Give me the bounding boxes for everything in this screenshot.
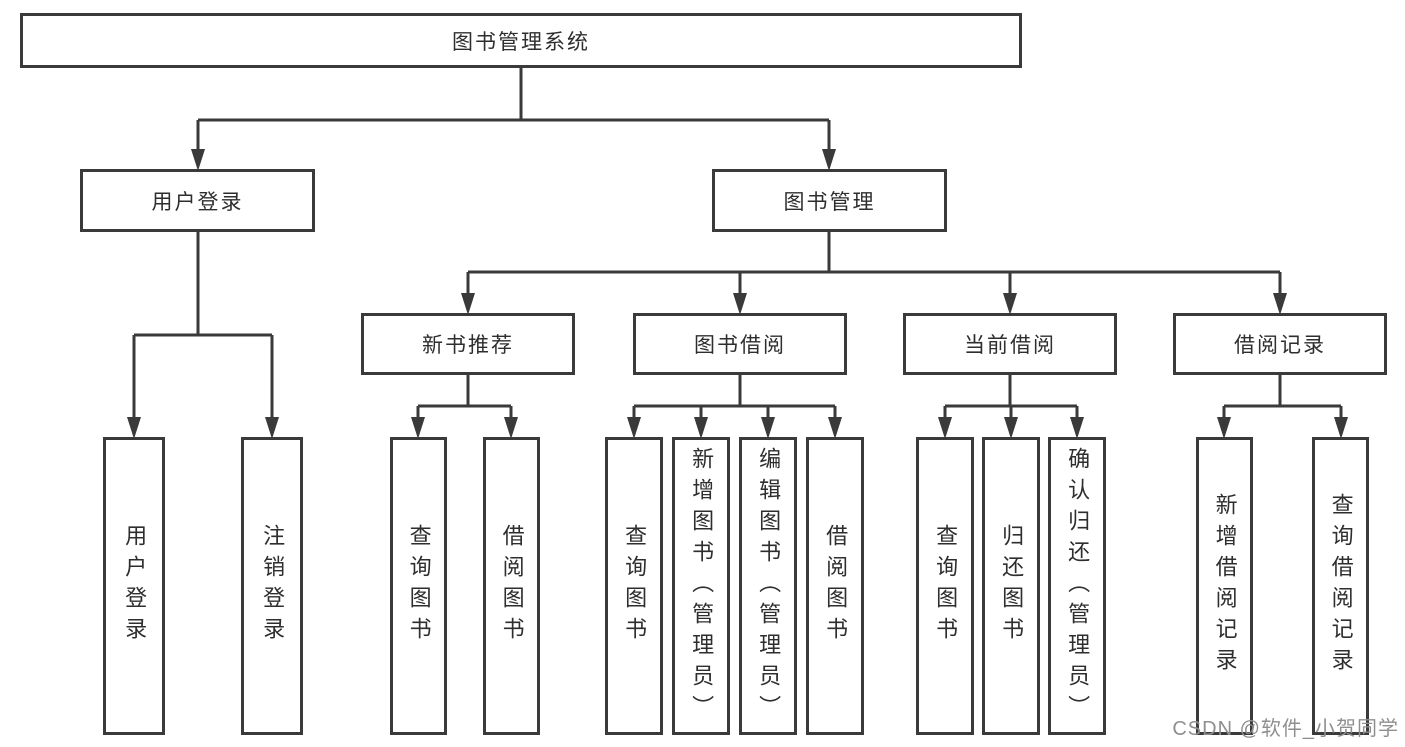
- node-label: 新增图书（管理员）: [689, 446, 715, 726]
- watermark-text: CSDN @软件_小贺同学: [1172, 718, 1399, 740]
- node-label: 借阅记录: [1234, 334, 1326, 357]
- node-add-borrow-record: 新增借阅记录: [1196, 437, 1253, 735]
- node-label: 用户登录: [151, 190, 244, 214]
- node-library-management-system: 图书管理系统: [20, 13, 1022, 68]
- node-label: 查询图书: [406, 524, 432, 648]
- node-return-book: 归还图书: [982, 437, 1040, 735]
- node-borrowing-records: 借阅记录: [1173, 313, 1387, 375]
- node-label: 图书借阅: [694, 334, 786, 357]
- node-current-borrowing: 当前借阅: [903, 313, 1117, 375]
- node-label: 确认归还（管理员）: [1065, 446, 1091, 726]
- node-book-borrowing: 图书借阅: [633, 313, 847, 375]
- node-label: 查询图书: [622, 524, 648, 648]
- node-label: 查询借阅记录: [1328, 493, 1354, 679]
- node-label: 图书管理: [783, 190, 876, 214]
- node-label: 借阅图书: [823, 524, 849, 648]
- node-user-login-leaf: 用户登录: [103, 437, 165, 735]
- node-label: 编辑图书（管理员）: [756, 446, 782, 726]
- node-query-books: 查询图书: [916, 437, 974, 735]
- node-logout: 注销登录: [241, 437, 303, 735]
- node-query-books: 查询图书: [605, 437, 663, 735]
- node-query-borrow-record: 查询借阅记录: [1312, 437, 1369, 735]
- node-book-management: 图书管理: [712, 169, 947, 232]
- arrowheads: [127, 149, 1348, 439]
- node-confirm-return-admin: 确认归还（管理员）: [1048, 437, 1106, 735]
- node-add-book-admin: 新增图书（管理员）: [672, 437, 730, 735]
- node-borrow-books: 借阅图书: [483, 437, 540, 735]
- node-borrow-books: 借阅图书: [806, 437, 864, 735]
- node-label: 图书管理系统: [452, 30, 590, 54]
- node-label: 归还图书: [999, 524, 1025, 648]
- node-edit-book-admin: 编辑图书（管理员）: [739, 437, 797, 735]
- node-new-book-recommendation: 新书推荐: [361, 313, 575, 375]
- node-label: 注销登录: [260, 524, 286, 648]
- node-label: 用户登录: [122, 524, 148, 648]
- node-label: 新书推荐: [422, 334, 514, 357]
- node-query-books: 查询图书: [390, 437, 447, 735]
- node-label: 新增借阅记录: [1212, 493, 1238, 679]
- node-label: 借阅图书: [499, 524, 525, 648]
- node-user-login: 用户登录: [80, 169, 315, 232]
- node-label: 查询图书: [933, 524, 959, 648]
- node-label: 当前借阅: [964, 334, 1056, 357]
